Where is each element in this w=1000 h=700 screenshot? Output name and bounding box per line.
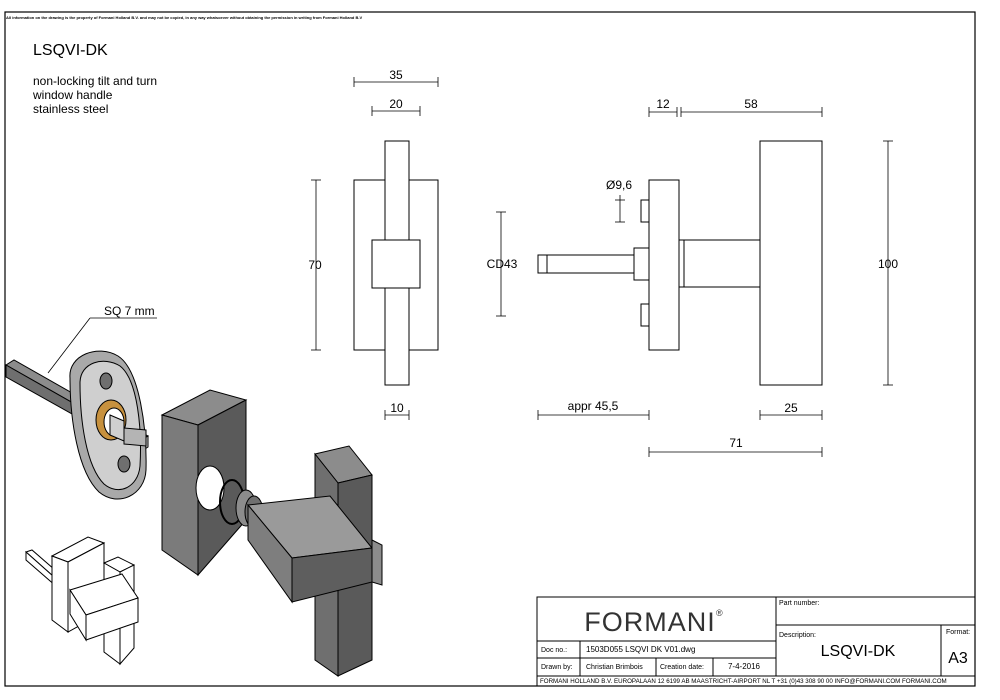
side-lever-grip xyxy=(759,140,823,386)
spindle-callout xyxy=(47,317,157,374)
sheet-border xyxy=(4,11,976,687)
drawn-by-value: Christian Brimbois xyxy=(586,664,643,671)
front-view-dimensions xyxy=(311,77,439,420)
dim-side-total: 71 xyxy=(729,436,743,450)
description-label: Description: xyxy=(779,632,816,639)
creation-date-value: 7-4-2016 xyxy=(728,662,761,671)
brand-registered-mark: ® xyxy=(716,608,723,618)
dim-side-rose: 12 xyxy=(656,97,670,111)
dim-side-cd: CD43 xyxy=(487,257,518,271)
brand-logo: FORMANI xyxy=(584,607,716,637)
dim-side-grip: 25 xyxy=(784,401,798,415)
side-view xyxy=(537,140,823,386)
product-title: LSQVI-DK xyxy=(33,42,108,59)
dim-side-spindle: appr 45,5 xyxy=(568,399,619,413)
dim-front-height: 70 xyxy=(308,258,322,272)
doc-no-value: 1503D055 LSQVI DK V01.dwg xyxy=(586,645,695,654)
creation-date-label: Creation date: xyxy=(660,664,704,671)
format-label: Format: xyxy=(946,629,970,636)
dim-front-top-outer: 35 xyxy=(389,68,403,82)
iso-rose-plate xyxy=(160,389,248,577)
format-value: A3 xyxy=(948,650,968,667)
side-rose-plate xyxy=(648,179,680,351)
iso-outline-view xyxy=(25,536,139,666)
front-view xyxy=(353,140,439,386)
iso-lever xyxy=(247,445,383,677)
doc-no-label: Doc no.: xyxy=(541,647,567,654)
iso-rose xyxy=(69,350,147,500)
product-description-line-1: non-locking tilt and turn xyxy=(33,74,158,88)
dim-front-top-inner: 20 xyxy=(389,97,403,111)
description-value: LSQVI-DK xyxy=(821,643,896,660)
dim-side-height: 100 xyxy=(878,257,898,271)
callout-spindle: SQ 7 mm xyxy=(104,304,155,318)
side-spindle xyxy=(537,254,635,274)
product-description-line-2: window handle xyxy=(33,88,113,102)
front-lever-boss xyxy=(371,239,421,289)
dim-front-bottom: 10 xyxy=(390,401,404,415)
side-screw-top xyxy=(640,199,650,223)
side-screw-bottom xyxy=(640,303,650,327)
company-footer: FORMANI HOLLAND B.V. EUROPALAAN 12 6199 … xyxy=(540,678,947,685)
product-description-line-3: stainless steel xyxy=(33,102,109,116)
part-number-label: Part number: xyxy=(779,600,820,607)
title-block xyxy=(536,596,976,687)
disclaimer-text: All information on the drawing is the pr… xyxy=(6,15,363,20)
side-view-dimensions xyxy=(496,107,893,457)
dim-side-hole: Ø9,6 xyxy=(606,178,632,192)
side-spindle-collar xyxy=(633,247,650,281)
iso-exploded-view xyxy=(5,350,383,677)
dim-side-lever: 58 xyxy=(744,97,758,111)
drawn-by-label: Drawn by: xyxy=(541,664,573,671)
